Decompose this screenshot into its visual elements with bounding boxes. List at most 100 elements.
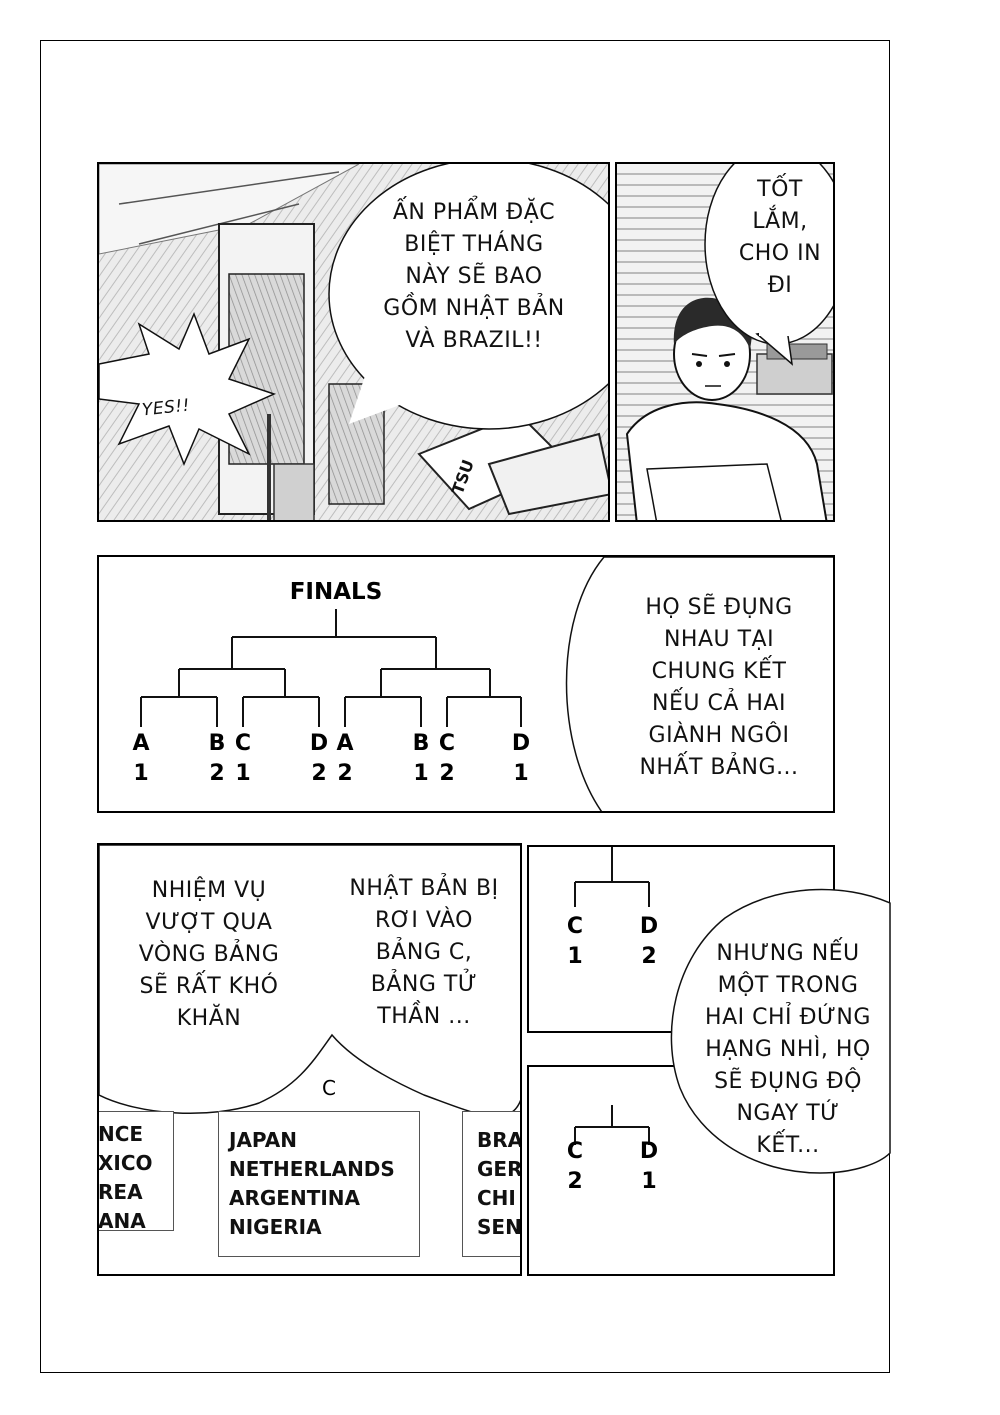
- group-box-left: NCE XICO REA ANA: [98, 1111, 174, 1231]
- slot-group: B: [412, 731, 430, 756]
- slot-rank: 2: [439, 761, 455, 786]
- group-box-c: JAPAN NETHERLANDS ARGENTINA NIGERIA: [218, 1111, 420, 1257]
- speech-line: BIỆT THÁNG: [404, 232, 544, 257]
- editor-illustration: [617, 164, 833, 520]
- group-c-label: C: [322, 1076, 336, 1100]
- slot-group: C: [566, 914, 584, 939]
- exclaim-burst: [99, 311, 277, 466]
- speech-line: LẮM,: [752, 209, 808, 234]
- slot-d2: D 2: [635, 912, 663, 972]
- group-box-right: BRA GER CHI SEN: [462, 1111, 522, 1257]
- slot-rank: 2: [641, 944, 657, 969]
- speech-bubble-right: [670, 888, 891, 1174]
- speech-line: VÒNG BẢNG: [138, 942, 280, 967]
- speech-line: SẼ RẤT KHÓ: [139, 974, 279, 999]
- speech-line: NHƯNG NẾU: [716, 941, 860, 966]
- panel-group-stage: NHIỆM VỤ VƯỢT QUA VÒNG BẢNG SẼ RẤT KHÓ K…: [97, 843, 522, 1276]
- slot-rank: 1: [513, 761, 529, 786]
- speech-line: GỒM NHẬT BẢN: [383, 296, 565, 321]
- speech-text-panel1: ẤN PHẨM ĐẶC BIỆT THÁNG NÀY SẼ BAO GỒM NH…: [374, 197, 574, 357]
- slot-group: A: [132, 731, 150, 756]
- slot-rank: 2: [311, 761, 327, 786]
- slot-group: D: [309, 731, 329, 756]
- comic-page: [40, 40, 890, 1373]
- speech-text-panel3: HỌ SẼ ĐỤNG NHAU TẠI CHUNG KẾT NẾU CẢ HAI…: [609, 592, 829, 784]
- team-name: BRA: [477, 1128, 522, 1152]
- team-name: NCE: [98, 1122, 144, 1146]
- slot-d1: D 1: [635, 1137, 663, 1197]
- speech-line: THẦN ...: [377, 1004, 471, 1029]
- slot-rank: 1: [567, 944, 583, 969]
- slot-rank: 1: [641, 1169, 657, 1194]
- speech-line: ẤN PHẨM ĐẶC: [392, 200, 556, 225]
- slot-rank: 1: [413, 761, 429, 786]
- slot-rank: 1: [133, 761, 149, 786]
- speech-line: NHAU TẠI: [663, 627, 775, 652]
- speech-line: NHIỆM VỤ: [151, 878, 267, 903]
- team-name: REA: [98, 1180, 143, 1204]
- speech-line: NÀY SẼ BAO: [405, 264, 543, 289]
- team-name: SEN: [477, 1215, 522, 1239]
- slot-group: D: [639, 1139, 659, 1164]
- speech-line: CHO IN: [738, 241, 822, 266]
- slot-rank: 2: [567, 1169, 583, 1194]
- team-name: NETHERLANDS: [229, 1157, 395, 1181]
- team-name: CHI: [477, 1186, 516, 1210]
- office-illustration: TSU: [99, 164, 608, 520]
- speech-line: HAI CHỈ ĐỨNG: [705, 1005, 871, 1030]
- team-name: NIGERIA: [229, 1215, 322, 1239]
- panel-office-scene: TSU YES!! ẤN PHẨM ĐẶC BIỆT THÁNG NÀY SẼ …: [97, 162, 610, 522]
- speech-bubble-panel1: [328, 164, 608, 430]
- speech-line: BẢNG TỬ: [370, 972, 478, 997]
- bracket-lines: [140, 557, 833, 811]
- speech-line: KHĂN: [176, 1006, 242, 1031]
- speech-text-panel4-right: NHẬT BẢN BỊ RƠI VÀO BẢNG C, BẢNG TỬ THẦN…: [339, 873, 509, 1033]
- slot-c2: C 2: [561, 1137, 589, 1197]
- slot-c1: C 1: [561, 912, 589, 972]
- speech-bubble-panel3: [565, 557, 833, 811]
- speech-text-panel2: TỐT LẮM, CHO IN ĐI: [725, 174, 833, 302]
- team-name: ANA: [98, 1209, 146, 1231]
- speech-text-right: NHƯNG NẾU MỘT TRONG HAI CHỈ ĐỨNG HẠNG NH…: [688, 938, 888, 1162]
- speech-line: BẢNG C,: [375, 940, 473, 965]
- finals-title: FINALS: [289, 579, 383, 605]
- panel-editor: TỐT LẮM, CHO IN ĐI: [615, 162, 835, 522]
- speech-line: NHẬT BẢN BỊ: [349, 876, 499, 901]
- slot-group: B: [208, 731, 226, 756]
- slot-rank: 1: [235, 761, 251, 786]
- speech-line: NẾU CẢ HAI: [652, 691, 786, 716]
- speech-line: VÀ BRAZIL!!: [405, 328, 543, 353]
- slot-group: A: [336, 731, 354, 756]
- speech-line: ĐI: [767, 273, 793, 298]
- slot-group: C: [566, 1139, 584, 1164]
- speech-line: CHUNG KẾT: [651, 659, 787, 684]
- speech-line: SẼ ĐỤNG ĐỘ: [714, 1069, 862, 1094]
- speech-line: MỘT TRONG: [717, 973, 859, 998]
- speech-line: RƠI VÀO: [375, 908, 473, 933]
- speech-line: VƯỢT QUA: [145, 910, 273, 935]
- bracket-lines-panel5: [574, 847, 650, 907]
- bracket-lines-panel6: [574, 1105, 650, 1145]
- slot-rank: 2: [337, 761, 353, 786]
- speech-text-panel4-left: NHIỆM VỤ VƯỢT QUA VÒNG BẢNG SẼ RẤT KHÓ K…: [124, 875, 294, 1035]
- speech-line: NGAY TỨ: [736, 1101, 840, 1126]
- team-name: JAPAN: [229, 1128, 297, 1152]
- speech-line: TỐT: [757, 177, 803, 202]
- speech-line: KẾT...: [756, 1133, 820, 1158]
- speech-line: HẠNG NHÌ, HỌ: [705, 1037, 871, 1062]
- speech-line: NHẤT BẢNG...: [639, 755, 799, 780]
- slot-group: C: [438, 731, 456, 756]
- team-name: ARGENTINA: [229, 1186, 360, 1210]
- slot-rank: 2: [209, 761, 225, 786]
- speech-line: GIÀNH NGÔI: [648, 723, 790, 748]
- slot-group: D: [639, 914, 659, 939]
